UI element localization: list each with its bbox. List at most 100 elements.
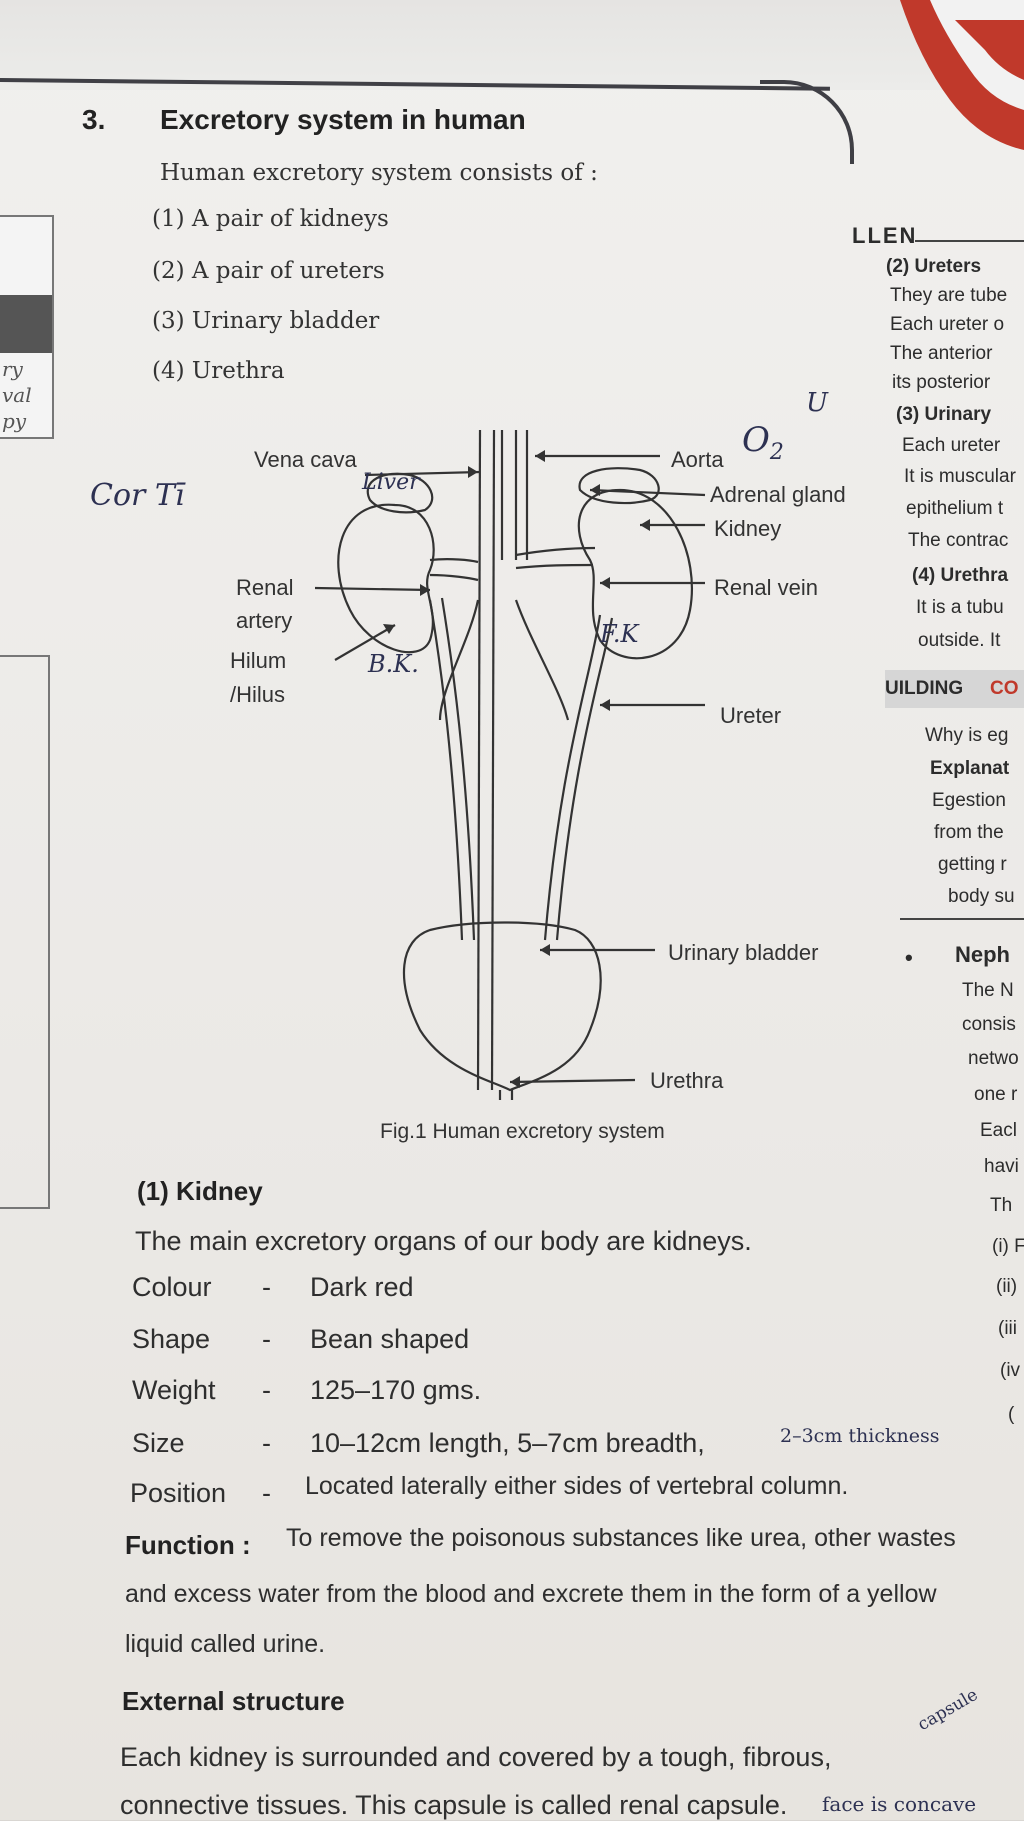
right-header-fragment: LLEN (852, 223, 918, 248)
top-margin (0, 0, 1024, 90)
right-line: epithelium t (906, 498, 1004, 519)
label-urinary-bladder: Urinary bladder (668, 940, 819, 965)
label-vena-cava: Vena cava (254, 447, 357, 472)
right-line: outside. It (918, 630, 1001, 651)
kidney-row-key: Colour (132, 1272, 212, 1302)
label-renal-artery: Renal (236, 575, 294, 600)
kidney-row-value: 10–12cm length, 5–7cm breadth, (310, 1428, 705, 1458)
handwritten-note: Liver (362, 470, 420, 495)
neph-line: (iv (1000, 1360, 1021, 1381)
neph-line: consis (962, 1014, 1016, 1035)
label-hilus: /Hilus (230, 682, 286, 707)
concept-line: Why is eg (925, 725, 1009, 746)
list-item: (2) A pair of ureters (152, 258, 385, 284)
list-item: (1) A pair of kidneys (152, 206, 389, 232)
excretory-system-diagram (314, 429, 706, 1100)
kidney-row-value: Bean shaped (310, 1324, 470, 1354)
label-adrenal-gland: Adrenal gland (710, 482, 846, 507)
kidney-intro: The main excretory organs of our body ar… (135, 1226, 752, 1256)
building-concepts-co: CO (990, 678, 1019, 699)
kidney-row-value: Dark red (310, 1272, 414, 1302)
neph-bullet: • (905, 945, 913, 970)
right-line: (3) Urinary (896, 404, 992, 425)
left-margin-fragment: val (2, 383, 32, 407)
label-kidney: Kidney (714, 516, 782, 541)
left-margin-box (0, 655, 50, 1209)
concept-line: Egestion (932, 790, 1006, 811)
kidney-row-dash: - (262, 1428, 271, 1458)
function-text: liquid called urine. (125, 1630, 326, 1658)
function-label: Function : (125, 1530, 251, 1560)
right-line: It is a tubu (916, 597, 1004, 618)
neph-line: ( (1008, 1404, 1015, 1425)
list-item: (3) Urinary bladder (152, 308, 380, 334)
right-header-rule (915, 240, 1024, 242)
label-hilum: Hilum (230, 648, 287, 673)
neph-line: Neph (955, 942, 1010, 967)
right-line: They are tube (890, 285, 1008, 306)
concept-line: Explanat (930, 758, 1010, 779)
neph-line: (iii (998, 1318, 1017, 1339)
handwritten-note: B.K. (368, 650, 419, 678)
concept-line: getting r (938, 854, 1007, 875)
section-number: 3. (82, 104, 106, 135)
handwritten-note: O2 (742, 420, 784, 465)
label-ureter: Ureter (720, 703, 782, 728)
label-renal-vein: Renal vein (714, 575, 818, 600)
right-line: It is muscular (904, 466, 1016, 487)
left-tab-dark-block (0, 295, 52, 353)
handwritten-size-note: 2–3cm thickness (780, 1425, 940, 1447)
handwritten-note: U (806, 388, 828, 418)
external-text: Each kidney is surrounded and covered by… (120, 1742, 832, 1772)
kidney-row-value: Located laterally either sides of verteb… (305, 1472, 849, 1500)
building-concepts-label: UILDING (885, 678, 964, 699)
external-structure-heading: External structure (122, 1686, 345, 1716)
kidney-row-dash: - (262, 1478, 271, 1508)
concept-line: body su (948, 886, 1015, 907)
kidney-row-dash: - (262, 1375, 271, 1405)
figure-caption: Fig.1 Human excretory system (380, 1120, 665, 1143)
label-aorta: Aorta (671, 447, 724, 472)
left-margin-tab: ry val py (0, 215, 54, 439)
kidney-row-key: Position (130, 1478, 227, 1508)
neph-line: Eacl (980, 1120, 1017, 1141)
kidney-row-key: Shape (132, 1324, 211, 1354)
right-line: The anterior (890, 343, 993, 364)
handwritten-note: Cor Tī (90, 478, 185, 513)
neph-line: havi (984, 1156, 1019, 1177)
function-text: and excess water from the blood and excr… (125, 1580, 937, 1608)
handwritten-note: F.K (600, 620, 639, 648)
kidney-row-key: Weight (132, 1375, 216, 1405)
handwritten-note: capsule (914, 1684, 982, 1736)
kidney-heading: (1) Kidney (137, 1176, 263, 1206)
right-line: Each ureter (902, 435, 1001, 456)
list-item: (4) Urethra (152, 358, 285, 384)
neph-line: (i) F (992, 1236, 1024, 1257)
section-title: Excretory system in human (160, 104, 526, 135)
neph-line: Th (990, 1195, 1013, 1216)
section-intro: Human excretory system consists of : (160, 160, 598, 186)
right-line: The contrac (908, 530, 1009, 551)
neph-line: (ii) (996, 1276, 1018, 1297)
corner-logo-icon (900, 0, 1024, 150)
left-margin-fragment: ry (2, 357, 23, 381)
neph-line: netwo (968, 1048, 1019, 1069)
function-text: To remove the poisonous substances like … (286, 1524, 956, 1552)
right-line: its posterior (892, 372, 991, 393)
kidney-row-dash: - (262, 1324, 271, 1354)
kidney-row-key: Size (132, 1428, 185, 1458)
label-urethra: Urethra (650, 1068, 724, 1093)
kidney-row-value: 125–170 gms. (310, 1375, 482, 1405)
neph-line: The N (962, 980, 1014, 1001)
kidney-row-dash: - (262, 1272, 271, 1302)
handwritten-note: face is concave (822, 1792, 977, 1816)
external-text: connective tissues. This capsule is call… (120, 1790, 788, 1820)
right-line: (4) Urethra (912, 565, 1009, 586)
left-margin-fragment: py (2, 409, 27, 433)
right-line: (2) Ureters (886, 256, 982, 277)
concept-line: from the (934, 822, 1004, 843)
right-line: Each ureter o (890, 314, 1005, 335)
label-renal-artery: artery (236, 608, 293, 633)
building-concepts-box (885, 670, 1024, 708)
